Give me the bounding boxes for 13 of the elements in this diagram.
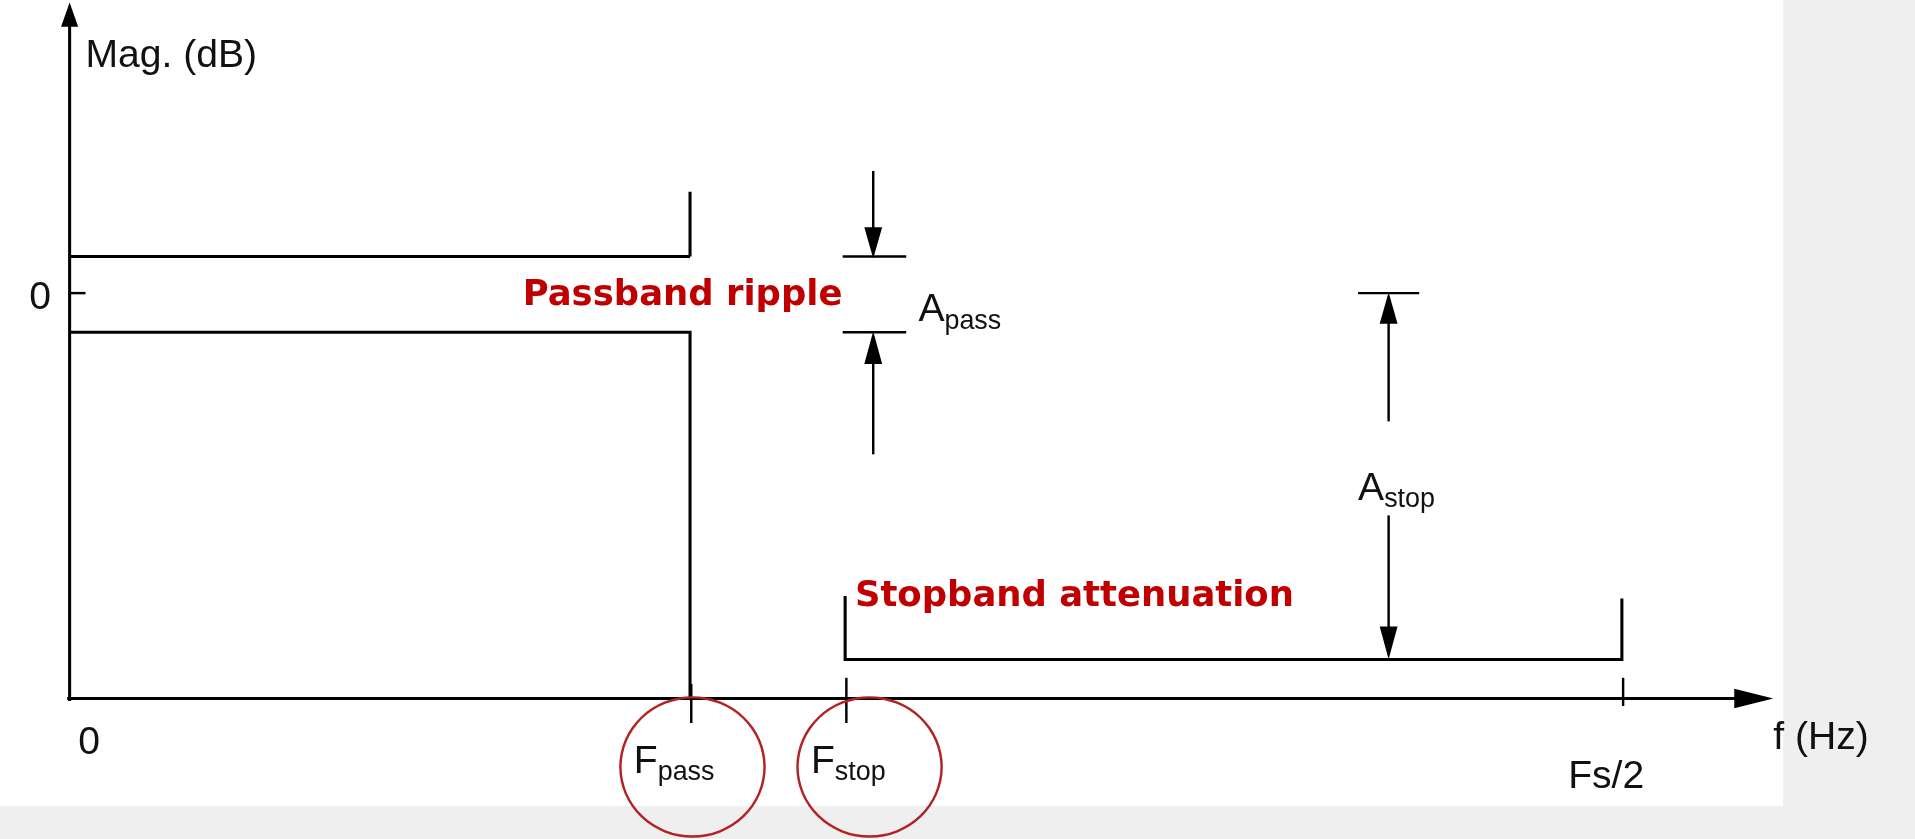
highlight-circle [619, 696, 766, 838]
annotation: Stopband attenuation [854, 576, 1294, 612]
highlight-circle [796, 696, 943, 838]
tick-label: 0 [78, 720, 100, 760]
axis-title: f (Hz) [1773, 715, 1869, 755]
dimension-label: A$_{pass}$ [918, 288, 1002, 334]
tick-label: 0 [29, 276, 52, 316]
annotation: Passband ripple [522, 276, 843, 312]
tick-label: Fs/2 [1568, 754, 1645, 794]
axis-title: Mag. (dB) [85, 34, 258, 74]
dimension-label: A$_{stop}$ [1358, 466, 1435, 512]
tick-label: F$_{stop}$ [810, 740, 886, 786]
tick-label: F$_{pass}$ [633, 740, 715, 786]
